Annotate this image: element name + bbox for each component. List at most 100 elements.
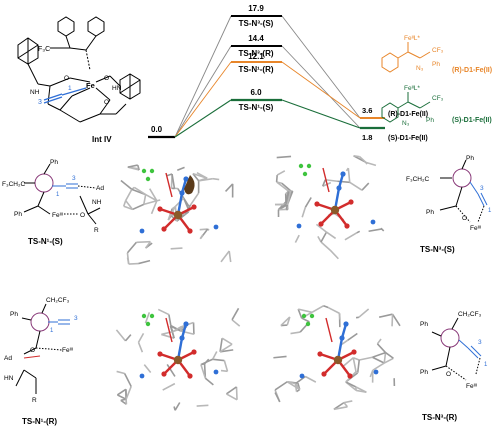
model-bond	[365, 161, 377, 167]
label-ts-n1-s: TS-N¹-(S)	[239, 103, 274, 112]
model-bond	[219, 349, 234, 353]
model-bond	[385, 351, 394, 359]
model-bond	[383, 352, 387, 364]
value-product-s: 1.8	[362, 133, 372, 142]
model-bond	[120, 179, 133, 191]
ts3r-ph2: Ph	[420, 369, 428, 376]
model-oxygen-atom	[187, 373, 193, 379]
model-oxygen-atom	[157, 351, 163, 357]
model-bond	[162, 382, 176, 391]
model-oxygen-atom	[161, 371, 167, 377]
model-bond	[369, 369, 374, 378]
model-bond	[356, 230, 361, 234]
int-n1-label: 1	[68, 85, 72, 92]
legend-r-ph: Ph	[432, 61, 440, 68]
model-bond	[376, 338, 382, 345]
model-oxygen-atom	[317, 351, 323, 357]
model-forming-bond	[325, 317, 333, 343]
model-bond	[327, 306, 340, 315]
model-bond	[184, 211, 189, 215]
model-nitrogen-atom	[139, 373, 145, 379]
model-bond	[278, 203, 287, 211]
model-oxygen-atom	[187, 228, 193, 234]
label-ts-n1-r: TS-N¹-(R)	[238, 65, 273, 74]
ts1s-n3: 3	[72, 175, 76, 182]
model-bond	[349, 181, 363, 191]
model-bond	[235, 386, 238, 400]
ts1s-ph: Ph	[50, 159, 58, 166]
model-bond	[137, 332, 145, 343]
ts1s-label: TS-N¹-(S)	[28, 237, 63, 246]
model-nitrogen-atom	[336, 185, 342, 191]
ts1s-ad: Ad	[96, 185, 104, 192]
ts-n1-r-structure: Ph CH₂CF₃ 3 1 Feᴵᴵᴵ O Ad HN R TS-N¹-(R)	[4, 297, 78, 426]
ts1s-stereocenter	[34, 173, 54, 193]
model-bond	[127, 164, 138, 168]
model-iron-atom	[173, 355, 183, 365]
model-bond	[124, 334, 132, 342]
model-bond	[287, 380, 296, 385]
model-bond	[161, 333, 175, 339]
ts3r-fe: Feᴵᴵᴵ	[466, 383, 477, 390]
model-bond	[290, 331, 301, 335]
model-bond	[219, 338, 223, 352]
legend-r-label: (R)-D1-Fe(II)	[452, 67, 492, 74]
connector-ts-n1-s-left	[174, 99, 232, 138]
label-product-r: (R)-D1-Fe(II)	[388, 111, 428, 118]
int-cf3-label: F₃C	[38, 46, 50, 53]
model-bond	[285, 204, 289, 210]
model-bond	[353, 155, 360, 158]
model-oxygen-atom	[318, 221, 324, 227]
baseline-value: 0.0	[151, 125, 163, 134]
ts3r-cf3: CH₂CF₃	[458, 311, 482, 318]
model-bond	[352, 357, 357, 372]
connector-ts-n3-r-right	[281, 45, 361, 129]
model-bond	[380, 227, 385, 232]
legend-s-n3: N₃	[402, 120, 410, 127]
model-bond	[150, 200, 158, 215]
model-bond	[148, 188, 158, 202]
model-bond	[391, 313, 401, 327]
label-ts-n3-r: TS-N³-(R)	[238, 49, 273, 58]
model-bond	[137, 342, 144, 353]
ts3r-n1: 1	[484, 362, 488, 368]
model-bond	[372, 362, 385, 371]
ts1s-fe: Feᴵᴵᴵ	[52, 212, 63, 219]
model-bond	[221, 337, 233, 345]
product-legend-s: FeᴵᴵL* CF₃ N₃ Ph (S)-D1-Fe(II)	[381, 85, 492, 127]
model-nitrogen-atom	[343, 321, 349, 327]
model-bond	[273, 355, 287, 359]
model-bond	[286, 316, 291, 326]
model-forming-bond	[165, 317, 173, 343]
model-fluorine-atom	[306, 163, 312, 169]
model-bond	[136, 240, 151, 244]
connector-ts-n3-s-left	[174, 15, 232, 138]
ts1s-o: O	[80, 212, 85, 219]
legend-s-ph: Ph	[426, 117, 434, 124]
ts3s-ph2: Ph	[426, 209, 434, 216]
model-bond	[297, 308, 303, 319]
model-forming-bond	[165, 172, 173, 198]
model-bond	[333, 406, 348, 411]
model-oxygen-atom	[348, 199, 354, 205]
model-oxygen-atom	[351, 349, 357, 355]
model-bond	[276, 155, 292, 159]
ts-n3-r-structure: Ph CH₂CF₃ 3 1 Feᴵᴵᴵ O Ph TS-N³-(R)	[420, 311, 488, 422]
model-bond	[192, 172, 208, 179]
model-forming-bond	[322, 167, 330, 193]
int-fe-label: Fe	[86, 81, 95, 90]
legend-s-cf3: CF₃	[432, 95, 444, 102]
value-ts-n1-s: 6.0	[250, 88, 262, 97]
model-bond	[280, 316, 291, 327]
model-fluorine-atom	[145, 321, 151, 327]
model-bond	[358, 308, 370, 318]
model-bond	[320, 231, 328, 243]
model-bond	[136, 164, 140, 171]
model-bond	[116, 370, 125, 375]
model-bond	[182, 197, 190, 210]
model-bond	[126, 257, 130, 265]
ts3r-stereocenter	[440, 328, 460, 348]
connector-ts-n1-r-left	[174, 61, 232, 138]
model-bond	[170, 325, 182, 332]
